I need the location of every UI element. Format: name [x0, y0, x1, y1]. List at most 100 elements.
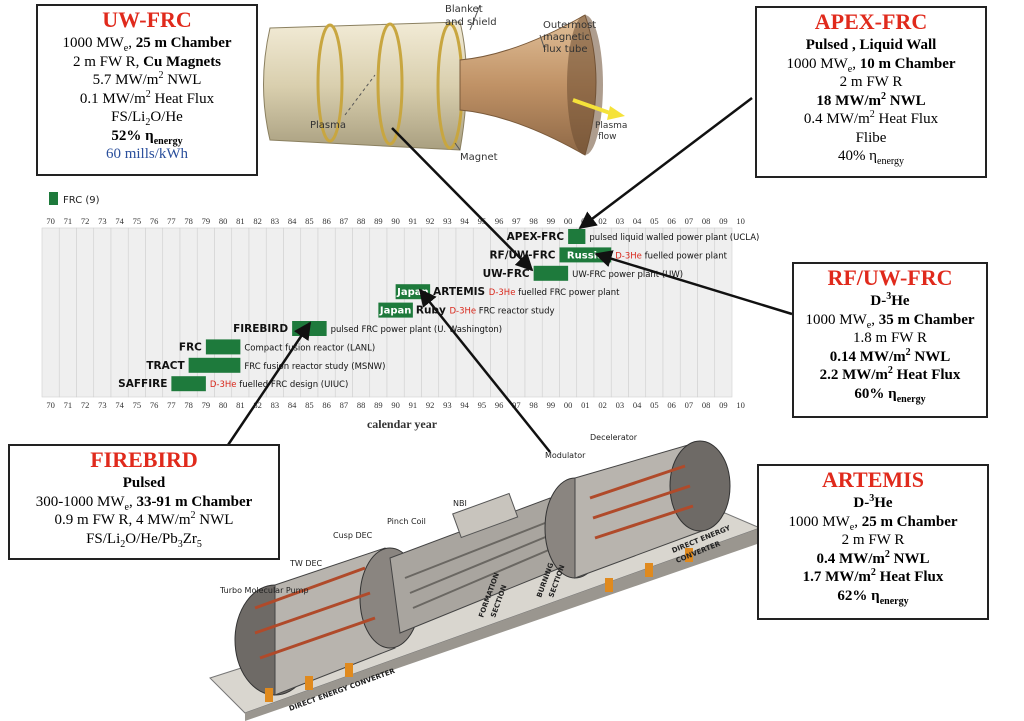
- timeline-row-desc: pulsed FRC power plant (U. Washington): [331, 325, 502, 335]
- year-tick-top: 74: [115, 216, 124, 226]
- year-tick-top: 03: [616, 216, 625, 226]
- year-tick-bottom: 92: [426, 400, 435, 410]
- year-tick-bottom: 97: [512, 400, 521, 410]
- year-tick-bottom: 73: [98, 400, 107, 410]
- year-tick-bottom: 81: [236, 400, 245, 410]
- year-tick-top: 98: [529, 216, 538, 226]
- timeline-row-desc: Compact fusion reactor (LANL): [244, 343, 375, 353]
- apex-frc-line3: 2 m FW R: [839, 74, 903, 90]
- year-tick-bottom: 10: [736, 400, 745, 410]
- year-tick-top: 86: [322, 216, 331, 226]
- year-tick-bottom: 78: [184, 400, 193, 410]
- year-tick-top: 91: [409, 216, 418, 226]
- uw-frc-line5: FS/Li2O/He: [111, 109, 183, 128]
- year-tick-top: 07: [685, 216, 694, 226]
- flux-label-1: Outermost: [543, 20, 596, 31]
- cusp-dec-label: Cusp DEC: [333, 531, 373, 540]
- year-tick-top: 00: [564, 216, 573, 226]
- year-tick-bottom: 71: [64, 400, 73, 410]
- year-tick-bottom: 86: [322, 400, 331, 410]
- year-tick-top: 97: [512, 216, 521, 226]
- year-tick-top: 05: [650, 216, 659, 226]
- arrow-firebird: [226, 321, 312, 446]
- year-tick-top: 81: [236, 216, 245, 226]
- timeline-bar-label: Russia: [567, 250, 604, 261]
- arrow-uw-frc: [391, 127, 534, 272]
- shield-label: and shield: [445, 17, 497, 28]
- apex-frc-line5: 0.4 MW/m2 Heat Flux: [803, 109, 939, 128]
- cone-mouth: [567, 15, 603, 155]
- uw-frc-line6: 52% ηenergy: [111, 127, 183, 147]
- year-tick-bottom: 94: [460, 400, 469, 410]
- orange-coils: [265, 548, 693, 702]
- apex-frc-line1: Pulsed , Liquid Wall: [805, 37, 937, 53]
- timeline-bar-label: Japan: [396, 287, 429, 298]
- year-tick-bottom: 08: [702, 400, 711, 410]
- apex-frc-line6: Flibe: [855, 129, 887, 146]
- timeline-grid: [41, 227, 733, 398]
- firebird-line2: 300-1000 MWe, 33-91 m Chamber: [35, 493, 253, 513]
- timeline-bar: [188, 357, 241, 373]
- uw-frc-line3: 5.7 MW/m2 NWL: [92, 70, 202, 89]
- magnet-label: Magnet: [460, 152, 498, 163]
- firebird-line1: Pulsed: [122, 475, 166, 491]
- pinch-coil-label: Pinch Coil: [387, 517, 426, 526]
- uw-frc-line1: 1000 MWe, 25 m Chamber: [62, 35, 232, 54]
- arrow-rf-uw-frc: [594, 250, 793, 316]
- timeline-bar: [533, 265, 569, 281]
- timeline-xlabel: calendar year: [367, 417, 438, 431]
- magnet-ring-1: [316, 23, 344, 143]
- timeline-row-desc: UW-FRC power plant (UW): [572, 270, 683, 280]
- artemis-line5: 1.7 MW/m2 Heat Flux: [802, 567, 944, 586]
- year-tick-top: 89: [374, 216, 383, 226]
- year-tick-top: 08: [702, 216, 711, 226]
- year-tick-bottom: 70: [46, 400, 55, 410]
- flux-label-3: flux tube: [543, 44, 588, 55]
- rf-uw-frc-line4: 0.14 MW/m2 NWL: [829, 346, 951, 365]
- year-tick-bottom: 76: [150, 400, 159, 410]
- year-tick-top: 09: [719, 216, 728, 226]
- timeline-bar: [205, 339, 241, 355]
- year-tick-top: 71: [64, 216, 73, 226]
- year-tick-bottom: 85: [305, 400, 314, 410]
- year-tick-bottom: 91: [409, 400, 418, 410]
- year-tick-bottom: 87: [340, 400, 349, 410]
- year-tick-bottom: 03: [616, 400, 625, 410]
- year-tick-bottom: 80: [219, 400, 228, 410]
- year-tick-bottom: 89: [374, 400, 383, 410]
- timeline-row-label: APEX-FRC: [507, 231, 565, 243]
- year-tick-top: 76: [150, 216, 159, 226]
- year-tick-bottom: 99: [547, 400, 556, 410]
- firebird-box: FIREBIRD Pulsed 300-1000 MWe, 33-91 m Ch…: [8, 444, 280, 560]
- timeline-bar: [568, 229, 586, 244]
- year-tick-bottom: 06: [667, 400, 676, 410]
- apex-frc-box: APEX-FRC Pulsed , Liquid Wall 1000 MWe, …: [755, 6, 987, 178]
- year-tick-top: 85: [305, 216, 314, 226]
- timeline-row-desc: D-3He fuelled FRC design (UIUC): [210, 380, 348, 390]
- year-tick-top: 06: [667, 216, 676, 226]
- firebird-line3: 0.9 m FW R, 4 MW/m2 NWL: [54, 510, 234, 529]
- timeline-row-desc: FRC fusion reactor study (MSNW): [244, 362, 385, 372]
- year-tick-top: 70: [46, 216, 55, 226]
- arrow-artemis: [418, 288, 551, 453]
- year-tick-top: 77: [167, 216, 176, 226]
- artemis-line6: 62% ηenergy: [837, 587, 909, 607]
- modulator-label: Modulator: [545, 451, 586, 460]
- rf-uw-frc-line2: 1000 MWe, 35 m Chamber: [805, 311, 975, 331]
- tw-dec-label: TW DEC: [289, 559, 323, 568]
- turbo-pump-label: Turbo Molecular Pump: [219, 586, 309, 595]
- year-tick-bottom: 95: [478, 400, 487, 410]
- plasma-flow-label-1: Plasma: [595, 121, 627, 131]
- year-tick-bottom: 00: [564, 400, 573, 410]
- year-tick-top: 88: [357, 216, 366, 226]
- year-tick-bottom: 98: [529, 400, 538, 410]
- flux-label-2: magnetic: [543, 32, 590, 43]
- year-tick-top: 73: [98, 216, 107, 226]
- year-tick-bottom: 05: [650, 400, 659, 410]
- artemis-title: ARTEMIS: [822, 467, 924, 492]
- firebird-line4: FS/Li2O/He/Pb3Zr5: [86, 530, 202, 550]
- timeline-row-label: FIREBIRD: [233, 323, 288, 335]
- year-tick-top: 99: [547, 216, 556, 226]
